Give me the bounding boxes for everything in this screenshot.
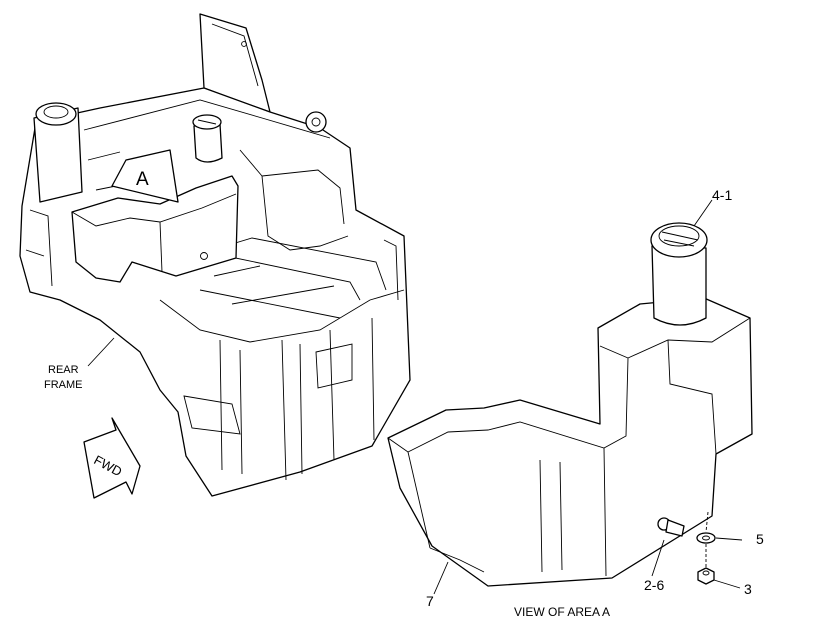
washer-icon	[696, 532, 716, 544]
tank-cap-icon	[650, 222, 708, 258]
hose-fitting-icon	[657, 517, 685, 537]
area-marker-label: A	[136, 169, 149, 190]
callout-cap: 4-1	[712, 187, 732, 203]
forward-arrow-icon: FWD	[83, 417, 141, 499]
callout-nut: 3	[744, 581, 752, 597]
area-marker-flag	[111, 149, 179, 203]
tank-filler-neck	[651, 245, 707, 326]
tank-detail-view	[387, 199, 753, 595]
rear-frame-assembly: A REAR FRAME FWD	[19, 13, 411, 499]
rear-frame-label-line1: REAR	[48, 364, 79, 376]
callout-fitting: 2-6	[644, 577, 664, 593]
nut-icon	[697, 567, 715, 585]
lifting-eye	[305, 111, 327, 133]
callout-washer: 5	[756, 531, 764, 547]
frame-body	[19, 87, 411, 497]
view-caption: VIEW OF AREA A	[514, 605, 610, 619]
rear-frame-label-line2: FRAME	[44, 379, 83, 391]
small-tank	[71, 175, 239, 283]
filler-neck	[193, 123, 223, 163]
callout-tank: 7	[426, 593, 434, 609]
